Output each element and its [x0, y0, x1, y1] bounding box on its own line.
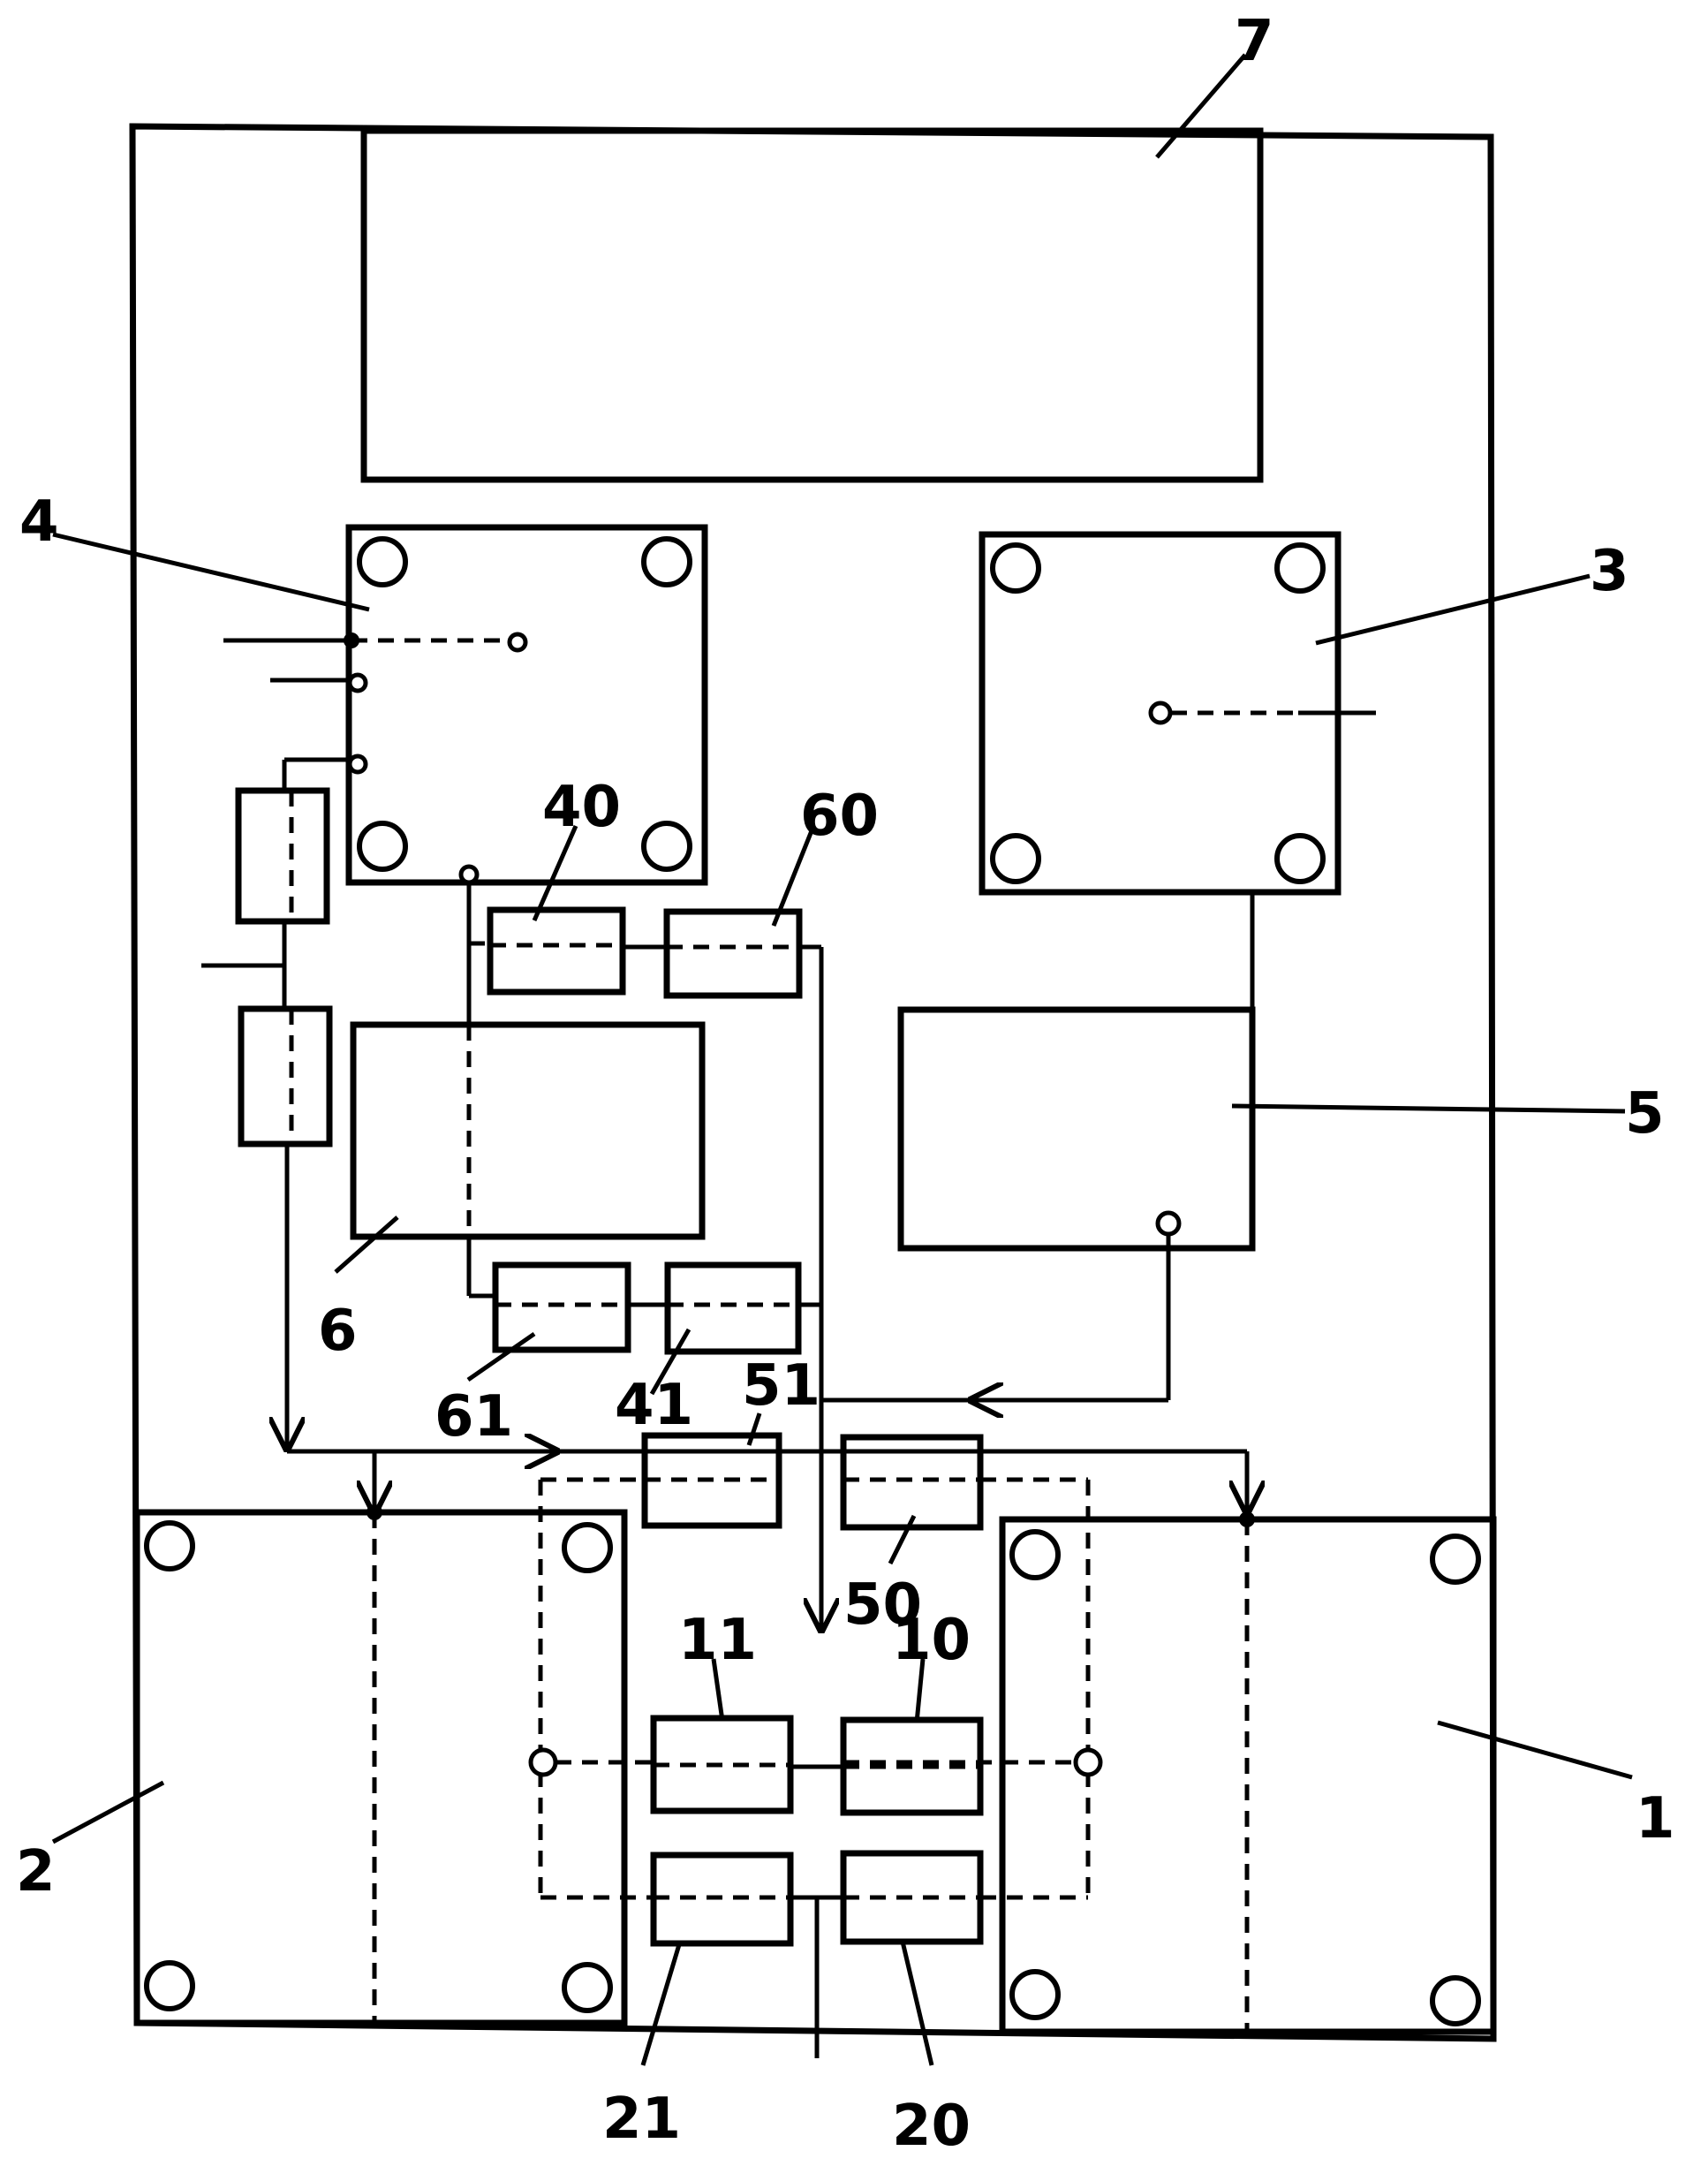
label-40: 40 [542, 775, 621, 840]
label-21: 21 [602, 2086, 681, 2152]
label-61: 61 [435, 1384, 513, 1450]
block-7 [360, 127, 1264, 483]
mount-hole [1009, 1969, 1061, 2020]
block-5 [897, 1006, 1256, 1252]
mount-hole [990, 833, 1041, 884]
mount-hole [562, 1962, 613, 2013]
label-1: 1 [1636, 1786, 1675, 1852]
mount-hole [357, 536, 408, 587]
label-5: 5 [1625, 1081, 1665, 1147]
outer-frame [129, 123, 1497, 2042]
left-box-upper [235, 787, 330, 925]
mount-hole [1430, 1975, 1481, 2026]
mount-hole [641, 821, 692, 872]
label-2: 2 [16, 1839, 56, 1905]
box-40 [487, 906, 626, 996]
mount-hole [1274, 833, 1326, 884]
label-11: 11 [678, 1608, 757, 1673]
mount-hole [990, 542, 1041, 594]
block-3 [979, 531, 1341, 896]
box-60 [663, 908, 803, 999]
label-41: 41 [615, 1373, 693, 1438]
mount-hole [1274, 542, 1326, 594]
block-4 [345, 524, 708, 886]
block-6 [350, 1021, 706, 1240]
mount-hole [641, 536, 692, 587]
label-51: 51 [742, 1353, 820, 1419]
mount-hole [1009, 1529, 1061, 1580]
label-3: 3 [1590, 539, 1629, 604]
box-50 [840, 1434, 984, 1531]
left-box-lower [238, 1005, 333, 1147]
mount-hole [357, 821, 408, 872]
box-61 [492, 1261, 631, 1353]
label-4: 4 [19, 489, 59, 555]
mount-hole [1430, 1534, 1481, 1585]
mount-hole [562, 1522, 613, 1573]
mount-hole [144, 1520, 195, 1571]
label-10: 10 [892, 1608, 971, 1673]
label-6: 6 [318, 1299, 358, 1364]
label-50: 50 [843, 1572, 922, 1638]
label-7: 7 [1235, 9, 1274, 74]
label-20: 20 [892, 2094, 971, 2159]
mount-hole [144, 1960, 195, 2011]
label-60: 60 [800, 784, 879, 849]
box-41 [664, 1261, 802, 1355]
